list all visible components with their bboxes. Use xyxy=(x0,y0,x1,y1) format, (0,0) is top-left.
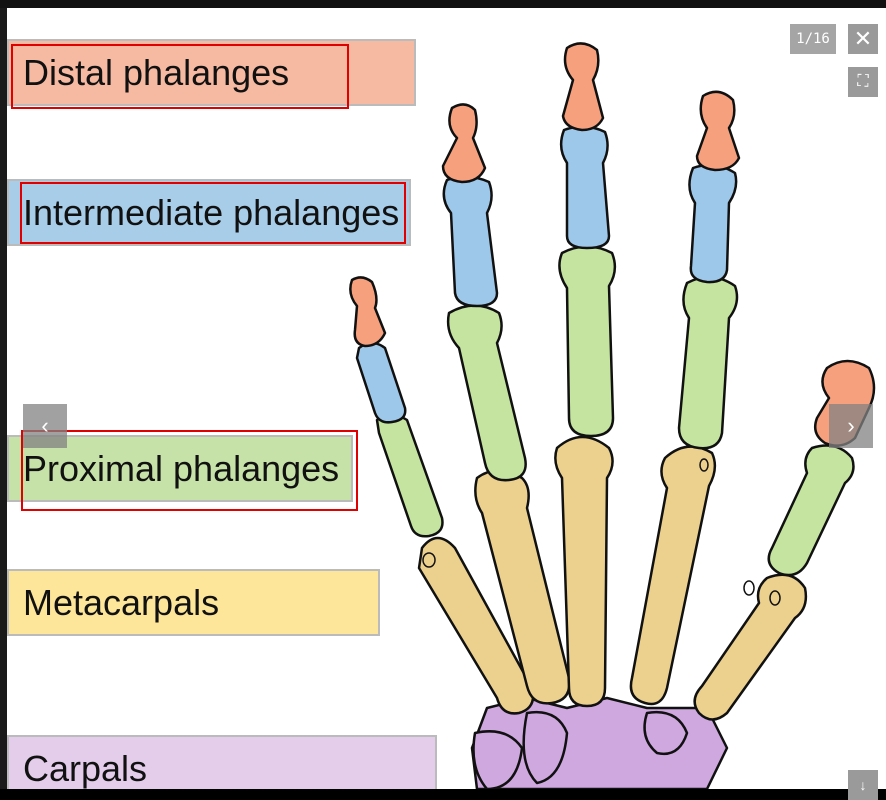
fullscreen-button[interactable]: ⛶ xyxy=(848,67,878,97)
viewer-top-bar xyxy=(0,0,886,8)
chevron-right-icon: › xyxy=(847,413,855,438)
label-distal-phalanges-text: Distal phalanges xyxy=(23,51,290,93)
chevron-left-icon: ‹ xyxy=(41,413,49,438)
download-button[interactable]: ↓ xyxy=(848,770,878,800)
close-button[interactable]: ✕ xyxy=(848,24,878,54)
next-image-button[interactable]: › xyxy=(829,404,873,448)
label-metacarpals: Metacarpals xyxy=(7,569,380,636)
label-carpals: Carpals xyxy=(7,735,437,789)
label-proximal-phalanges-text: Proximal phalanges xyxy=(23,447,340,489)
fullscreen-icon: ⛶ xyxy=(857,73,869,90)
image-counter: 1/16 xyxy=(790,24,836,54)
image-canvas: Distal phalanges Intermediate phalanges … xyxy=(7,8,886,789)
label-carpals-text: Carpals xyxy=(23,747,148,789)
label-metacarpals-text: Metacarpals xyxy=(23,581,220,623)
download-icon: ↓ xyxy=(859,777,867,793)
label-distal-phalanges: Distal phalanges xyxy=(7,39,416,106)
label-intermediate-phalanges-text: Intermediate phalanges xyxy=(23,191,400,233)
carpals-group xyxy=(470,696,729,789)
previous-image-button[interactable]: ‹ xyxy=(23,404,67,448)
close-icon: ✕ xyxy=(853,26,873,51)
hand-skeleton-illustration xyxy=(349,42,876,789)
label-intermediate-phalanges: Intermediate phalanges xyxy=(7,179,411,246)
